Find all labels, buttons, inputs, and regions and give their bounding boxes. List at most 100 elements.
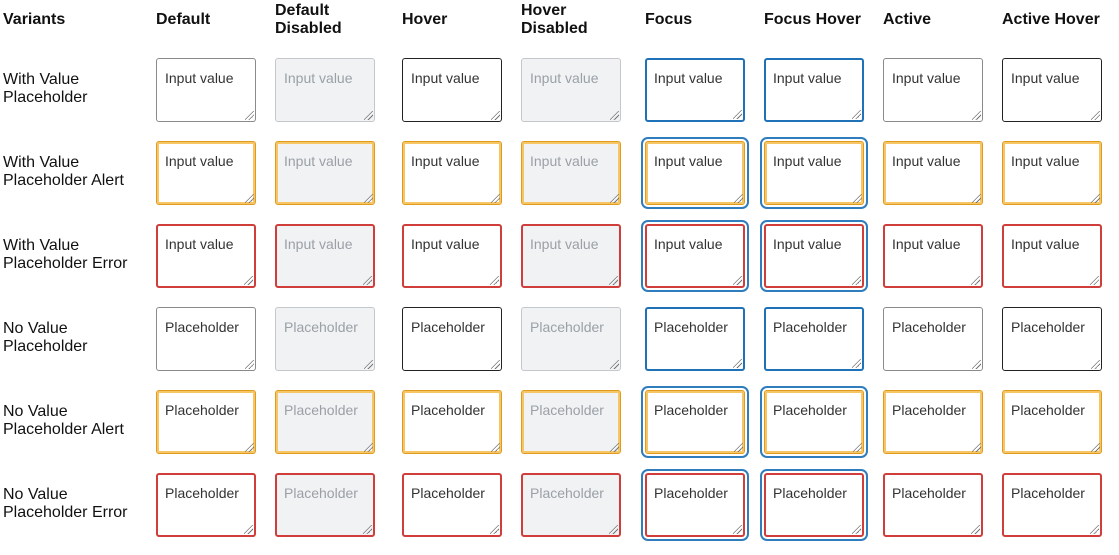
resize-handle-icon[interactable] — [1091, 111, 1100, 120]
textarea-with-value-alert-active[interactable]: Input value — [883, 141, 983, 205]
textarea-text: Placeholder — [1011, 485, 1085, 501]
textarea-no-value-alert-active-hover[interactable]: Placeholder — [1002, 390, 1102, 454]
textarea-text: Input value — [1011, 236, 1080, 252]
textarea-with-value-focus-hover[interactable]: Input value — [764, 58, 864, 122]
textarea-no-value-error-default[interactable]: Placeholder — [156, 473, 256, 537]
resize-handle-icon[interactable] — [734, 443, 743, 452]
textarea-with-value-focus[interactable]: Input value — [645, 58, 745, 122]
header-default-disabled: Default Disabled — [275, 2, 342, 37]
textarea-text: Input value — [165, 236, 234, 252]
resize-handle-icon[interactable] — [852, 110, 861, 119]
resize-handle-icon[interactable] — [245, 194, 254, 203]
textarea-no-value-alert-hover[interactable]: Placeholder — [402, 390, 502, 454]
textarea-with-value-active-hover[interactable]: Input value — [1002, 58, 1102, 122]
resize-handle-icon[interactable] — [491, 443, 500, 452]
resize-handle-icon — [610, 111, 619, 120]
textarea-no-value-error-focus-hover[interactable]: Placeholder — [760, 469, 868, 541]
textarea-text: Placeholder — [165, 485, 239, 501]
resize-handle-icon[interactable] — [1090, 276, 1099, 285]
textarea-with-value-error-focus[interactable]: Input value — [641, 220, 749, 292]
resize-handle-icon[interactable] — [245, 443, 254, 452]
resize-handle-icon[interactable] — [490, 525, 499, 534]
textarea-text: Placeholder — [1011, 319, 1085, 335]
textarea-no-value-alert-default[interactable]: Placeholder — [156, 390, 256, 454]
resize-handle-icon[interactable] — [734, 194, 743, 203]
textarea-no-value-focus-hover[interactable]: Placeholder — [764, 307, 864, 371]
textarea-no-value-alert-focus[interactable]: Placeholder — [641, 386, 749, 458]
textarea-text: Placeholder — [654, 485, 728, 501]
resize-handle-icon — [364, 111, 373, 120]
textarea-with-value-active[interactable]: Input value — [883, 58, 983, 122]
textarea-no-value-active-hover[interactable]: Placeholder — [1002, 307, 1102, 371]
textarea-no-value-default[interactable]: Placeholder — [156, 307, 256, 371]
row-label-no-value-error: No Value Placeholder Error — [3, 486, 128, 521]
resize-handle-icon[interactable] — [733, 110, 742, 119]
resize-handle-icon[interactable] — [490, 276, 499, 285]
resize-handle-icon[interactable] — [853, 194, 862, 203]
resize-handle-icon[interactable] — [245, 360, 254, 369]
textarea-text: Placeholder — [284, 402, 358, 418]
textarea-text: Input value — [284, 153, 353, 169]
textarea-no-value-active[interactable]: Placeholder — [883, 307, 983, 371]
textarea-with-value-alert-active-hover[interactable]: Input value — [1002, 141, 1102, 205]
textarea-text: Input value — [892, 236, 961, 252]
resize-handle-icon[interactable] — [491, 360, 500, 369]
resize-handle-icon[interactable] — [491, 111, 500, 120]
textarea-with-value-hover[interactable]: Input value — [402, 58, 502, 122]
header-focus-hover: Focus Hover — [764, 11, 861, 28]
resize-handle-icon — [610, 194, 619, 203]
textarea-with-value-error-hover-disabled: Input value — [521, 224, 621, 288]
resize-handle-icon[interactable] — [853, 443, 862, 452]
textarea-with-value-error-focus-hover[interactable]: Input value — [760, 220, 868, 292]
resize-handle-icon[interactable] — [1091, 360, 1100, 369]
textarea-no-value-error-focus[interactable]: Placeholder — [641, 469, 749, 541]
textarea-with-value-error-active-hover[interactable]: Input value — [1002, 224, 1102, 288]
textarea-with-value-error-hover[interactable]: Input value — [402, 224, 502, 288]
textarea-with-value-alert-focus-hover[interactable]: Input value — [760, 137, 868, 209]
resize-handle-icon[interactable] — [971, 525, 980, 534]
resize-handle-icon[interactable] — [852, 359, 861, 368]
textarea-with-value-hover-disabled: Input value — [521, 58, 621, 122]
textarea-with-value-error-active[interactable]: Input value — [883, 224, 983, 288]
textarea-text: Input value — [284, 70, 353, 86]
resize-handle-icon[interactable] — [972, 194, 981, 203]
textarea-text: Input value — [654, 236, 723, 252]
resize-handle-icon[interactable] — [733, 276, 742, 285]
resize-handle-icon[interactable] — [971, 276, 980, 285]
textarea-no-value-hover[interactable]: Placeholder — [402, 307, 502, 371]
resize-handle-icon[interactable] — [733, 525, 742, 534]
resize-handle-icon[interactable] — [972, 443, 981, 452]
resize-handle-icon — [363, 276, 372, 285]
resize-handle-icon[interactable] — [1091, 194, 1100, 203]
resize-handle-icon[interactable] — [972, 111, 981, 120]
resize-handle-icon[interactable] — [1091, 443, 1100, 452]
resize-handle-icon — [609, 525, 618, 534]
textarea-no-value-focus[interactable]: Placeholder — [645, 307, 745, 371]
textarea-no-value-alert-active[interactable]: Placeholder — [883, 390, 983, 454]
textarea-with-value-alert-hover[interactable]: Input value — [402, 141, 502, 205]
textarea-no-value-error-active-hover[interactable]: Placeholder — [1002, 473, 1102, 537]
resize-handle-icon[interactable] — [1090, 525, 1099, 534]
textarea-text: Placeholder — [773, 319, 847, 335]
resize-handle-icon[interactable] — [245, 111, 254, 120]
textarea-no-value-error-active[interactable]: Placeholder — [883, 473, 983, 537]
textarea-text: Input value — [411, 153, 480, 169]
resize-handle-icon[interactable] — [244, 276, 253, 285]
resize-handle-icon[interactable] — [852, 525, 861, 534]
textarea-with-value-default[interactable]: Input value — [156, 58, 256, 122]
textarea-text: Placeholder — [284, 319, 358, 335]
resize-handle-icon[interactable] — [733, 359, 742, 368]
resize-handle-icon[interactable] — [852, 276, 861, 285]
row-label-no-value-alert: No Value Placeholder Alert — [3, 403, 124, 438]
textarea-no-value-alert-focus-hover[interactable]: Placeholder — [760, 386, 868, 458]
resize-handle-icon[interactable] — [972, 360, 981, 369]
resize-handle-icon[interactable] — [491, 194, 500, 203]
textarea-with-value-error-default[interactable]: Input value — [156, 224, 256, 288]
textarea-with-value-alert-focus[interactable]: Input value — [641, 137, 749, 209]
textarea-no-value-error-hover[interactable]: Placeholder — [402, 473, 502, 537]
textarea-with-value-alert-default[interactable]: Input value — [156, 141, 256, 205]
resize-handle-icon[interactable] — [244, 525, 253, 534]
textarea-no-value-error-hover-disabled: Placeholder — [521, 473, 621, 537]
textarea-text: Input value — [530, 153, 599, 169]
textarea-no-value-alert-default-disabled: Placeholder — [275, 390, 375, 454]
